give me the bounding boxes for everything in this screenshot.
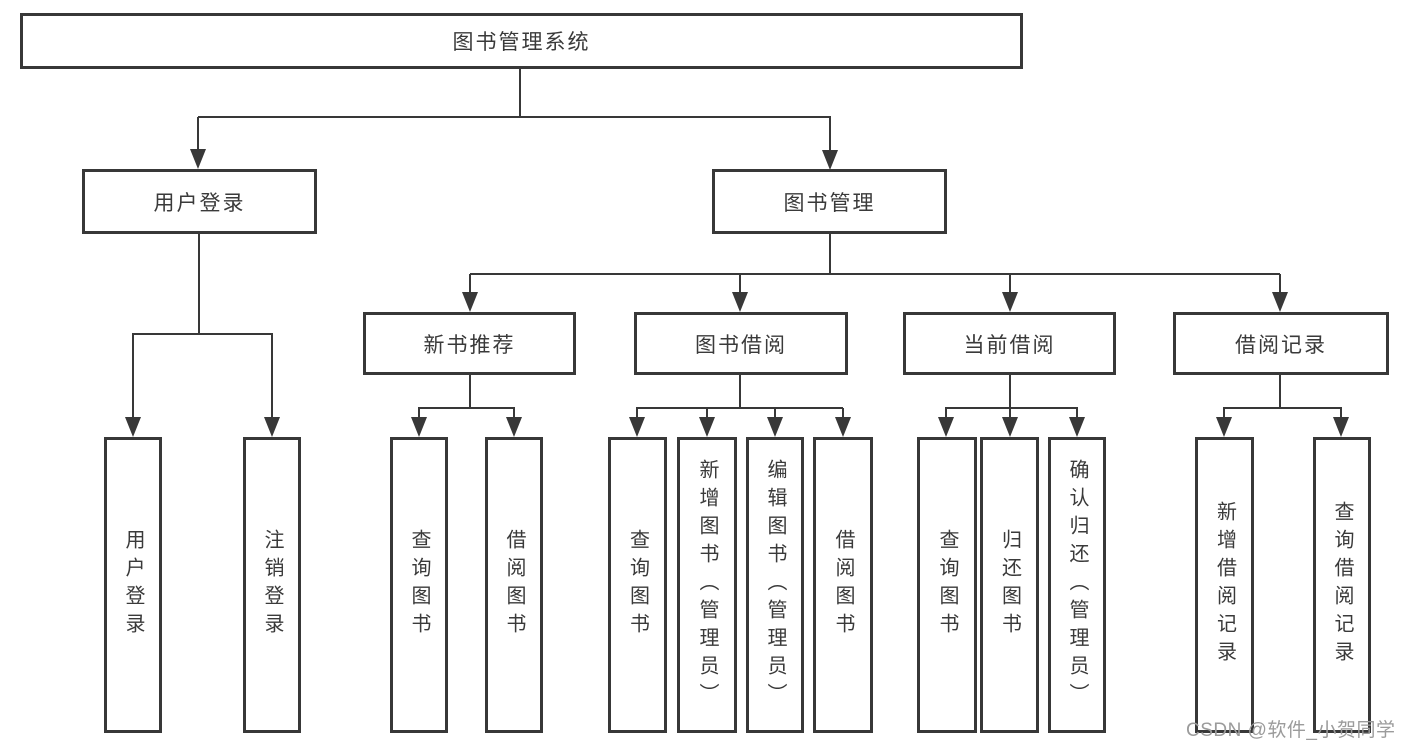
leaf-confirm-return-admin: 确认归还（管理员）	[1048, 437, 1106, 733]
arrowhead-leaf	[411, 417, 427, 437]
leaf-label: 注销登录	[261, 529, 283, 641]
node-user-login: 用户登录	[82, 169, 317, 234]
arrowhead-leaf	[938, 417, 954, 437]
node-book-borrow: 图书借阅	[634, 312, 848, 375]
leaf-logout-login: 注销登录	[243, 437, 301, 733]
leaf-label: 确认归还（管理员）	[1066, 459, 1088, 711]
leaf-label: 编辑图书（管理员）	[764, 459, 786, 711]
edge-to-leaf	[1009, 408, 1011, 420]
edge-recommend-stem	[469, 375, 471, 408]
node-label: 用户登录	[153, 191, 246, 215]
edge-to-leaf-logout	[271, 334, 273, 419]
leaf-query-books-current: 查询图书	[917, 437, 977, 733]
arrowhead-book-management	[822, 150, 838, 170]
arrowhead-leaf	[1002, 417, 1018, 437]
leaf-label: 查询图书	[408, 529, 430, 641]
edge-to-leaf	[513, 408, 515, 420]
edge-to-user-login	[197, 117, 199, 153]
arrowhead-leaf	[1216, 417, 1232, 437]
edge-to-leaf	[945, 408, 947, 420]
edge-to-leaf	[418, 408, 420, 420]
arrowhead-leaf	[767, 417, 783, 437]
edge-to-new-book-recommend	[469, 274, 471, 294]
leaf-query-borrow-record: 查询借阅记录	[1313, 437, 1371, 733]
node-label: 借阅记录	[1235, 333, 1327, 357]
arrowhead-borrow-records	[1272, 292, 1288, 312]
leaf-add-borrow-record: 新增借阅记录	[1195, 437, 1254, 733]
leaf-borrow-books-recommend: 借阅图书	[485, 437, 543, 733]
arrowhead-user-login	[190, 149, 206, 169]
edge-current-borrow-stem	[1009, 375, 1011, 408]
edge-user-login-bus	[132, 333, 273, 335]
edge-user-login-stem	[198, 234, 200, 334]
arrowhead-book-borrow	[732, 292, 748, 312]
edge-to-leaf	[774, 408, 776, 420]
edge-to-leaf	[1076, 408, 1078, 420]
leaf-user-login: 用户登录	[104, 437, 162, 733]
arrowhead-leaf-logout	[264, 417, 280, 437]
node-new-book-recommend: 新书推荐	[363, 312, 576, 375]
edge-root-stem	[519, 69, 521, 117]
arrowhead-leaf	[1069, 417, 1085, 437]
node-label: 新书推荐	[423, 333, 516, 357]
arrowhead-new-book-recommend	[462, 292, 478, 312]
arrowhead-leaf	[1333, 417, 1349, 437]
leaf-label: 查询图书	[936, 529, 958, 641]
node-label: 图书借阅	[695, 333, 787, 357]
leaf-query-books-recommend: 查询图书	[390, 437, 448, 733]
leaf-label: 借阅图书	[503, 529, 525, 641]
leaf-label: 借阅图书	[832, 529, 854, 641]
edge-recommend-bus	[418, 407, 515, 409]
leaf-add-books-admin: 新增图书（管理员）	[677, 437, 737, 733]
edge-to-book-management	[829, 117, 831, 153]
edge-borrow-records-stem	[1279, 375, 1281, 408]
edge-to-leaf	[636, 408, 638, 420]
edge-level2-bus	[198, 116, 831, 118]
leaf-label: 查询借阅记录	[1331, 501, 1353, 669]
arrowhead-leaf-user-login	[125, 417, 141, 437]
leaf-label: 新增借阅记录	[1213, 501, 1236, 669]
leaf-edit-books-admin: 编辑图书（管理员）	[746, 437, 804, 733]
edge-level3-bus	[470, 273, 1280, 275]
arrowhead-current-borrow	[1002, 292, 1018, 312]
leaf-label: 归还图书	[998, 529, 1021, 641]
leaf-label: 新增图书（管理员）	[696, 459, 718, 711]
node-library-management-system: 图书管理系统	[20, 13, 1023, 69]
leaf-borrow-books: 借阅图书	[813, 437, 873, 733]
edge-current-borrow-bus	[945, 407, 1078, 409]
leaf-query-books-borrow: 查询图书	[608, 437, 667, 733]
edge-book-borrow-stem	[739, 375, 741, 408]
arrowhead-leaf	[629, 417, 645, 437]
edge-to-leaf	[842, 408, 844, 420]
arrowhead-leaf	[506, 417, 522, 437]
edge-book-management-stem	[829, 234, 831, 274]
edge-book-borrow-bus	[636, 407, 843, 409]
leaf-label: 用户登录	[122, 529, 144, 641]
leaf-return-books: 归还图书	[980, 437, 1039, 733]
node-borrow-records: 借阅记录	[1173, 312, 1389, 375]
node-label: 图书管理	[783, 191, 876, 215]
edge-to-leaf-user-login	[132, 334, 134, 419]
arrowhead-leaf	[835, 417, 851, 437]
node-label: 当前借阅	[963, 333, 1056, 357]
node-book-management: 图书管理	[712, 169, 947, 234]
edge-to-leaf	[1340, 408, 1342, 420]
node-label: 图书管理系统	[452, 31, 591, 54]
node-current-borrow: 当前借阅	[903, 312, 1116, 375]
edge-to-leaf	[706, 408, 708, 420]
edge-to-current-borrow	[1009, 274, 1011, 294]
csdn-watermark: CSDN @软件_小贺同学	[1186, 720, 1396, 741]
edge-to-borrow-records	[1279, 274, 1281, 294]
edge-to-leaf	[1223, 408, 1225, 420]
arrowhead-leaf	[699, 417, 715, 437]
edge-to-book-borrow	[739, 274, 741, 294]
edge-borrow-records-bus	[1223, 407, 1342, 409]
leaf-label: 查询图书	[626, 529, 649, 641]
